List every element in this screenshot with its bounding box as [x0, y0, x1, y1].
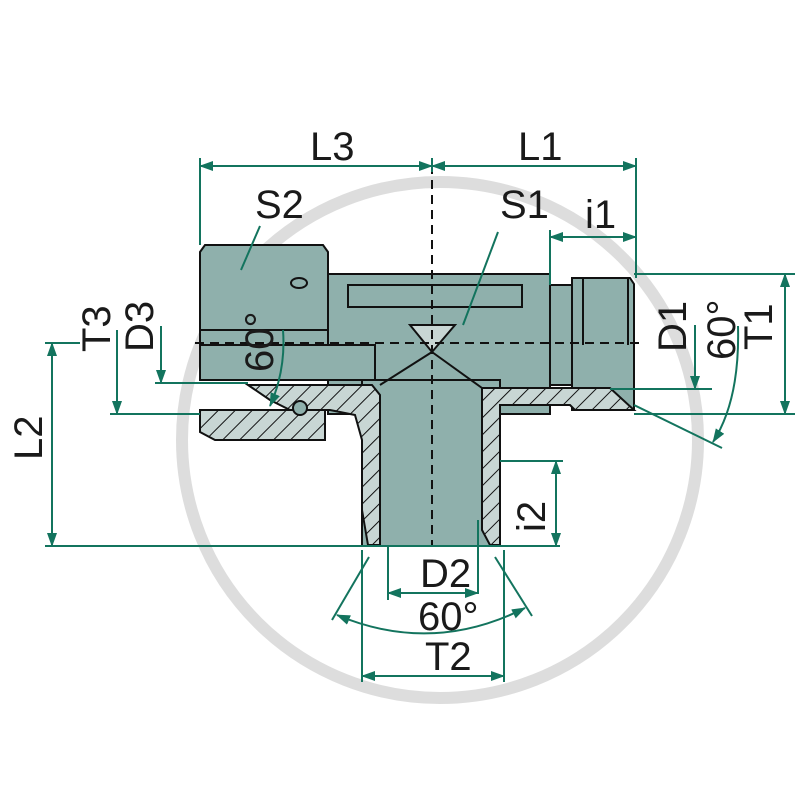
- label-D2: D2: [420, 552, 471, 596]
- label-L1: L1: [518, 125, 563, 169]
- label-S1: S1: [500, 183, 549, 227]
- section-hatching: [199, 277, 637, 546]
- label-T3: T3: [75, 305, 119, 352]
- label-D1: D1: [651, 301, 695, 352]
- label-L3: L3: [310, 125, 355, 169]
- dimension-labels: L3 L1 S2 S1 i1 T3 D3 60° D1 60° T1 L2 i2…: [7, 125, 781, 679]
- label-angle-bottom: 60°: [418, 595, 479, 639]
- center-lines: [195, 165, 642, 545]
- dimension-lines: [45, 158, 795, 682]
- label-T1: T1: [737, 303, 781, 350]
- label-T2: T2: [425, 635, 472, 679]
- watermark-logo: [176, 176, 704, 704]
- label-angle-right: 60°: [700, 300, 744, 361]
- label-i2: i2: [510, 501, 554, 532]
- label-angle-left: 60°: [238, 312, 282, 373]
- label-D3: D3: [118, 301, 162, 352]
- label-S2: S2: [255, 183, 304, 227]
- label-L2: L2: [7, 416, 51, 461]
- label-i1: i1: [585, 193, 616, 237]
